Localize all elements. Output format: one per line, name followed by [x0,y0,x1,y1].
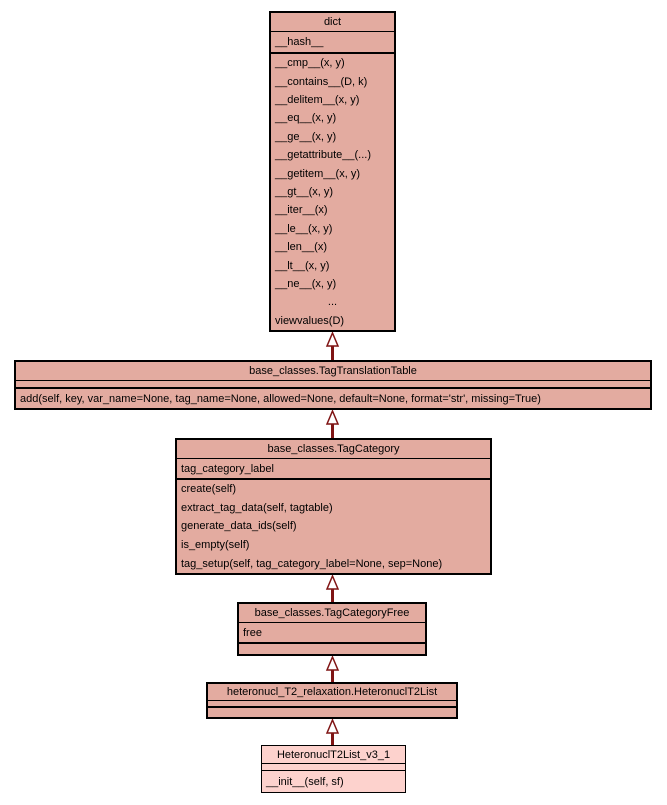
member-row: __ne__(x, y) [275,278,337,291]
member-row: create(self) [181,483,237,496]
member-row: add(self, key, var_name=None, tag_name=N… [20,392,541,405]
class-title: base_classes.TagCategory [177,440,490,459]
member-row: free [243,626,262,639]
class-title: HeteronuclT2List_v3_1 [262,746,405,764]
member-row: __ge__(x, y) [275,130,337,143]
inheritance-arrow [325,575,340,602]
class-attributes [16,381,650,389]
class-title: base_classes.TagTranslationTable [16,362,650,381]
member-row: __hash__ [275,36,324,48]
inheritance-arrow [325,719,340,745]
member-row: tag_category_label [181,462,274,475]
class-box-tag-translation-table[interactable]: base_classes.TagTranslationTable add(sel… [14,360,652,410]
inheritance-arrow-icon [325,332,340,360]
class-attributes: __hash__ [271,32,394,54]
inheritance-arrow [325,410,340,438]
member-row: __contains__(D, k) [275,75,368,88]
member-row: viewvalues(D) [275,314,345,327]
member-row: is_empty(self) [181,539,250,552]
class-box-tag-category[interactable]: base_classes.TagCategory tag_category_la… [175,438,492,575]
member-row: ... [327,296,338,309]
member-row: tag_setup(self, tag_category_label=None,… [181,557,443,570]
class-methods: __init__(self, sf) [262,771,405,792]
member-row: __getitem__(x, y) [275,167,360,180]
member-row: __cmp__(x, y) [275,57,345,70]
class-attributes: tag_category_label [177,459,490,480]
inheritance-arrow-icon [325,656,340,682]
class-methods [239,644,425,654]
member-row: __le__(x, y) [275,222,333,235]
member-row: __eq__(x, y) [275,112,337,125]
member-row: __gt__(x, y) [275,186,334,199]
class-title: base_classes.TagCategoryFree [239,604,425,623]
member-row: __getattribute__(...) [275,149,372,162]
inheritance-arrow-icon [325,719,340,745]
member-row: __len__(x) [275,241,327,254]
class-title: dict [271,13,394,32]
class-methods: add(self, key, var_name=None, tag_name=N… [16,389,650,408]
class-box-dict[interactable]: dict __hash__ __cmp__(x, y) __contains__(… [269,11,396,332]
class-methods: __cmp__(x, y) __contains__(D, k) __delitem… [271,54,394,330]
class-attributes [208,701,456,708]
inheritance-arrow [325,656,340,682]
inheritance-arrow-icon [325,410,340,438]
class-box-tag-category-free[interactable]: base_classes.TagCategoryFree free [237,602,427,656]
member-row: __iter__(x) [275,204,328,217]
member-row: __delitem__(x, y) [275,94,360,107]
class-box-heteronucl-t2-list-v3-1[interactable]: HeteronuclT2List_v3_1 __init__(self, sf) [261,745,406,793]
member-row: __init__(self, sf) [266,775,344,788]
inheritance-arrow-icon [325,575,340,602]
class-attributes: free [239,623,425,644]
member-row: extract_tag_data(self, tagtable) [181,501,333,514]
member-row: generate_data_ids(self) [181,520,297,533]
class-methods [208,708,456,717]
class-attributes [262,764,405,771]
class-methods: create(self) extract_tag_data(self, tagta… [177,480,490,573]
class-title: heteronucl_T2_relaxation.HeteronuclT2Lis… [208,684,456,701]
inheritance-arrow [325,332,340,360]
class-box-heteronucl-t2-list[interactable]: heteronucl_T2_relaxation.HeteronuclT2Lis… [206,682,458,719]
member-row: __lt__(x, y) [275,259,330,272]
